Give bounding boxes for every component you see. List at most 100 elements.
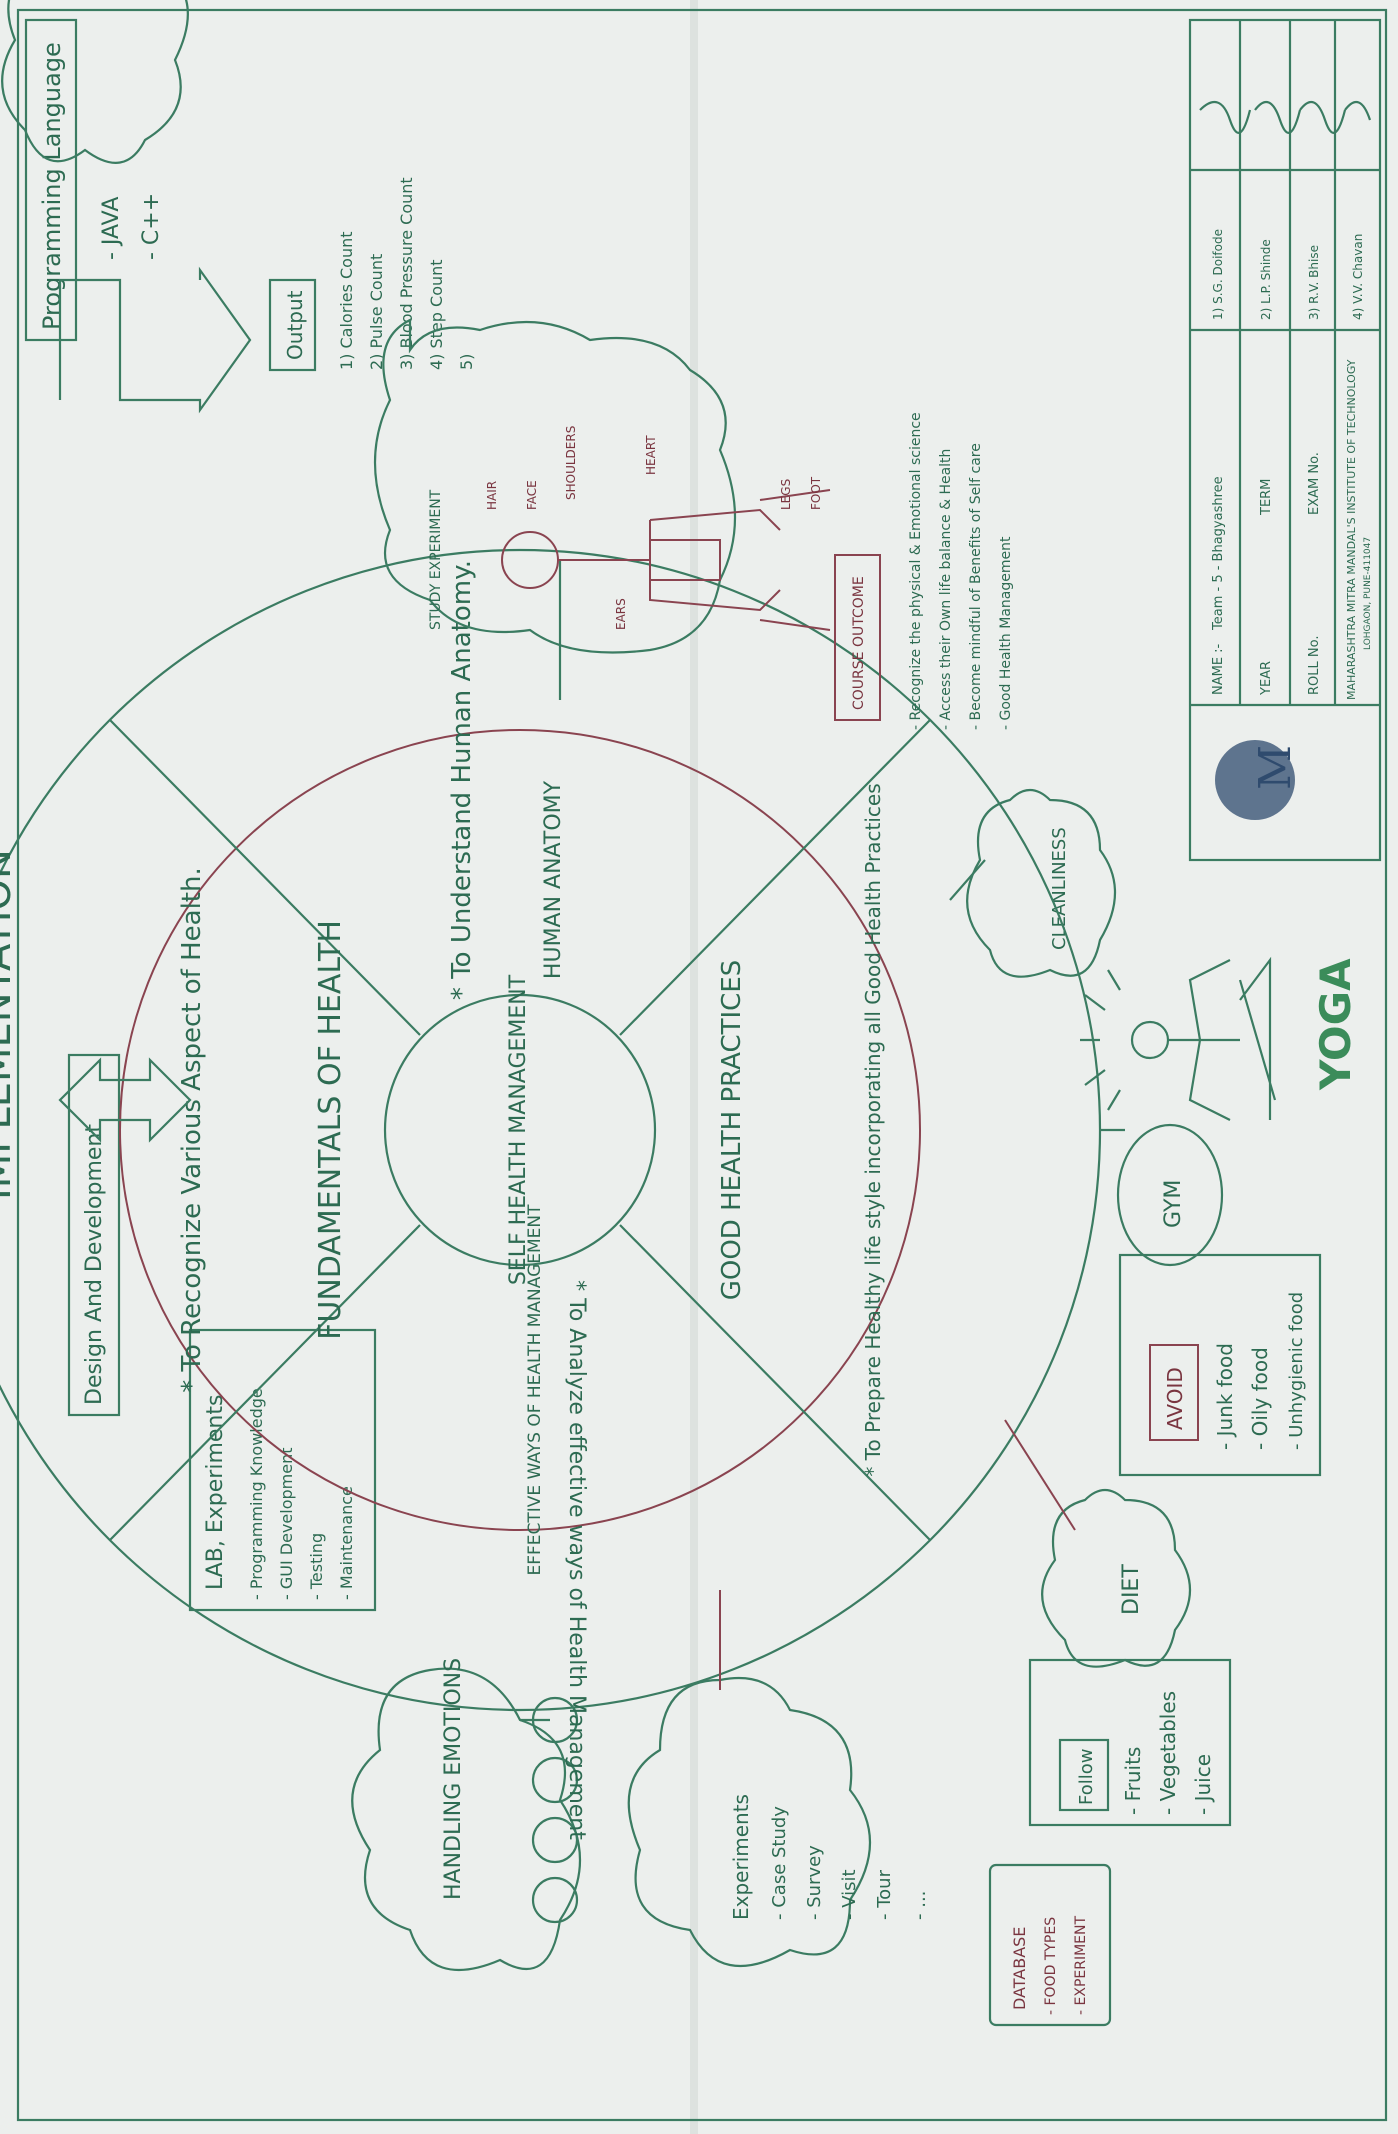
study-label-foot: FOOT	[809, 476, 823, 510]
middle-ring	[119, 729, 921, 1531]
course-outcome-2: - Access their Own life balance & Health	[938, 449, 954, 730]
course-outcome-box	[834, 554, 881, 721]
tb-name-label: NAME :-	[1211, 643, 1226, 695]
gym-cloud	[1116, 1123, 1224, 1267]
yoga-label: YOGA	[1311, 958, 1360, 1091]
study-label-heart: HEART	[644, 435, 658, 475]
signature-4	[1344, 100, 1372, 121]
arrow-to-diet	[1004, 1419, 1076, 1531]
study-cloud	[373, 318, 737, 654]
title-block	[1188, 18, 1382, 862]
signature-1	[1199, 100, 1252, 134]
emotions-title: HANDLING EMOTIONS	[441, 1658, 466, 1900]
database-item-2: - EXPERIMENT	[1073, 1916, 1089, 2015]
svg-text:M: M	[1250, 745, 1301, 790]
output-title: Output	[283, 290, 307, 360]
tb-exam-label: EXAM No.	[1307, 452, 1322, 515]
lab-item-2: - GUI Development	[277, 1448, 296, 1600]
study-label-hair: HAIR	[485, 481, 499, 510]
database-box	[988, 1863, 1112, 2027]
experiments-title: Experiments	[729, 1794, 753, 1920]
follow-title: Follow	[1076, 1749, 1097, 1805]
experiments-item-1: - Case Study	[769, 1806, 790, 1920]
ring-understand: * To Understand Human Anatomy.	[447, 560, 477, 1000]
signature-2	[1254, 100, 1302, 134]
arrow-to-cleanliness	[949, 859, 986, 901]
divider-ne	[619, 719, 931, 1036]
output-box	[268, 278, 317, 372]
avoid-item-3: - Unhygienic food	[1286, 1292, 1307, 1450]
programming-item-cpp: - C++	[139, 193, 164, 260]
study-label-ears: EARS	[614, 598, 628, 630]
avoid-title-box	[1149, 1344, 1199, 1441]
tb-member-3: 3) R.V. Bhise	[1307, 245, 1321, 320]
tb-member-2: 2) L.P. Shinde	[1259, 239, 1273, 320]
output-item-5: 5)	[457, 354, 476, 370]
cleanliness-cloud	[966, 788, 1116, 978]
programming-cloud	[1, 0, 189, 164]
programming-item-java: - JAVA	[99, 197, 124, 260]
big-down-arrow	[58, 266, 252, 414]
experiments-cloud	[627, 1676, 872, 1968]
emotions-cloud	[351, 1667, 582, 1972]
experiments-item-4: - Tour	[874, 1869, 895, 1920]
cleanliness-label: CLEANLINESS	[1049, 827, 1070, 950]
design-dev-label: Design And Development	[82, 1124, 107, 1405]
divider-sw	[109, 1224, 421, 1541]
output-item-1: 1) Calories Count	[337, 231, 356, 370]
study-label-shoulders: SHOULDERS	[564, 426, 578, 500]
experiments-item-5: - ...	[909, 1891, 930, 1920]
signature-3	[1299, 100, 1347, 134]
tb-name-value: Team - 5 - Bhagyashree	[1211, 476, 1226, 631]
follow-item-3: - Juice	[1191, 1754, 1215, 1815]
ring-recognize: * To Recognize Various Aspect of Health.	[177, 867, 207, 1392]
quadrant-effective-ways: EFFECTIVE WAYS OF HEALTH MANAGEMENT	[525, 1204, 545, 1576]
title-fragment: IMPLEMENTATION	[0, 849, 20, 1200]
avoid-item-2: - Oily food	[1248, 1347, 1272, 1450]
output-item-2: 2) Pulse Count	[367, 254, 386, 370]
center-circle	[383, 993, 657, 1267]
divider-se	[619, 1224, 931, 1541]
programming-box	[24, 18, 78, 342]
gym-label: GYM	[1161, 1180, 1186, 1228]
design-dev-box	[67, 1053, 121, 1417]
output-item-3: 3) Blood Pressure Count	[397, 177, 416, 370]
sad-face-icon	[531, 1816, 579, 1864]
course-outcome-3: - Become mindful of Benefits of Self car…	[968, 443, 984, 730]
human-body-icon	[501, 489, 831, 631]
tb-year-label: YEAR	[1259, 661, 1274, 696]
ring-analyze: * To Analyze effective ways of Health Ma…	[564, 1280, 589, 1840]
course-outcome-1: - Recognize the physical & Emotional sci…	[908, 412, 924, 730]
experiments-item-3: - Visit	[839, 1869, 860, 1920]
border-frame	[16, 8, 1388, 2122]
divider-nw	[109, 719, 421, 1036]
lab-item-1: - Programming Knowledge	[247, 1388, 266, 1600]
institute-logo: M	[1215, 740, 1301, 820]
study-label-legs: LEGS	[779, 479, 793, 510]
avoid-box	[1118, 1253, 1322, 1477]
database-title: DATABASE	[1010, 1927, 1029, 2010]
study-title: STUDY EXPERIMENT	[428, 489, 444, 630]
programming-title: Programming Language	[38, 42, 66, 330]
follow-item-1: - Fruits	[1121, 1747, 1145, 1815]
lab-box	[188, 1328, 377, 1612]
follow-item-2: - Vegetables	[1156, 1691, 1180, 1815]
diet-cloud	[1041, 1488, 1192, 1668]
ring-prepare: * To Prepare Healthy life style incorpor…	[861, 783, 885, 1476]
neutral-face-icon	[531, 1756, 579, 1804]
center-label: SELF HEALTH MANAGEMENT	[506, 974, 531, 1285]
database-item-1: - FOOD TYPES	[1043, 1917, 1059, 2015]
diet-label: DIET	[1119, 1564, 1144, 1615]
tb-member-1: 1) S.G. Doifode	[1211, 229, 1225, 320]
study-label-face: FACE	[525, 480, 539, 510]
follow-title-box	[1058, 1738, 1110, 1812]
lab-item-3: - Testing	[307, 1533, 326, 1600]
happy-face-icon	[531, 1876, 579, 1924]
experiments-item-2: - Survey	[804, 1845, 825, 1920]
yoga-figure-icon	[1080, 956, 1277, 1121]
tb-address: LOHGAON, PUNE-411047	[1363, 537, 1373, 650]
tb-institute: MAHARASHTRA MITRA MANDAL'S INSTITUTE OF …	[1345, 359, 1358, 700]
course-outcome-title: COURSE OUTCOME	[851, 576, 867, 710]
